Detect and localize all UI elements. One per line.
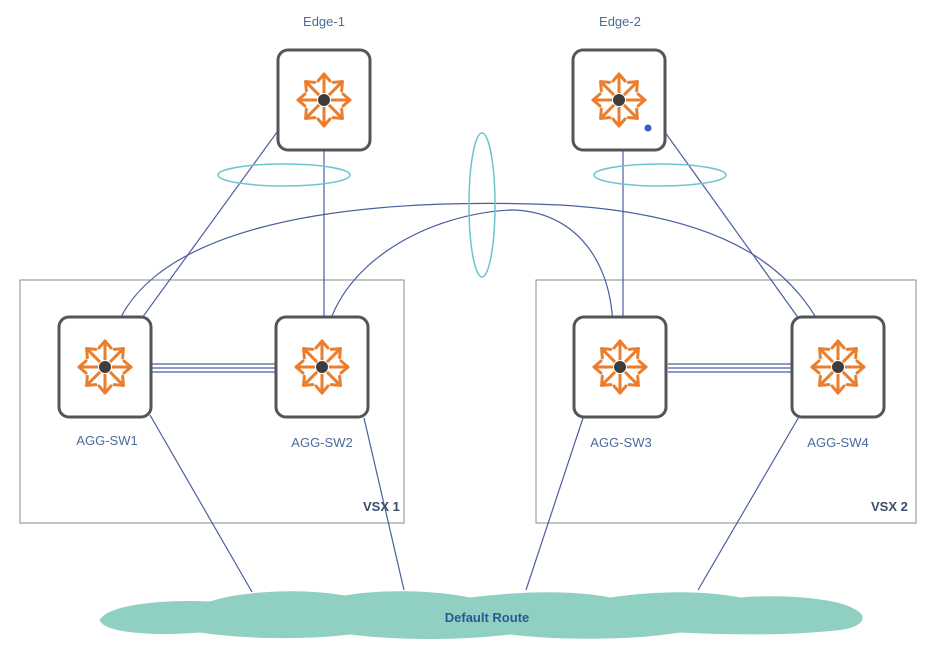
lag-rings bbox=[217, 132, 727, 278]
agg-sw3-label: AGG-SW3 bbox=[590, 435, 651, 450]
link-agg2-agg3 bbox=[323, 209, 614, 353]
switch-center-dot bbox=[318, 94, 330, 106]
agg-sw2-switch[interactable] bbox=[274, 315, 370, 419]
edge2-switch[interactable] bbox=[571, 48, 667, 152]
link-agg4-cloud bbox=[697, 414, 801, 591]
agg-sw1-label: AGG-SW1 bbox=[76, 433, 137, 448]
vsx2-box bbox=[535, 279, 917, 524]
switch-arrows-icon bbox=[294, 339, 350, 395]
switch-arrows-icon bbox=[77, 339, 133, 395]
default-route-cloud bbox=[99, 591, 863, 639]
link-agg3-cloud bbox=[525, 417, 584, 591]
link-agg1-agg4 bbox=[109, 202, 833, 351]
agg-sw4-switch[interactable] bbox=[790, 315, 886, 419]
lag-ring-edge2 bbox=[593, 163, 727, 187]
switch-arrows-icon bbox=[592, 339, 648, 395]
agg-sw2-label: AGG-SW2 bbox=[291, 435, 352, 450]
switch-center-dot bbox=[99, 361, 111, 373]
switch-center-dot bbox=[614, 361, 626, 373]
switch-arrows-icon bbox=[591, 72, 647, 128]
links bbox=[109, 127, 833, 593]
edge1-label: Edge-1 bbox=[303, 14, 345, 29]
link-agg2-cloud bbox=[363, 417, 405, 591]
edge2-label: Edge-2 bbox=[599, 14, 641, 29]
lag-ring-cross bbox=[468, 132, 496, 278]
lag-ring-edge1 bbox=[217, 163, 351, 187]
switch-center-dot bbox=[316, 361, 328, 373]
edge1-switch[interactable] bbox=[276, 48, 372, 152]
switch-center-dot bbox=[832, 361, 844, 373]
default-route-label: Default Route bbox=[445, 610, 530, 625]
vsx1-label: VSX 1 bbox=[363, 499, 400, 514]
switch-center-dot bbox=[613, 94, 625, 106]
vsx2-label: VSX 2 bbox=[871, 499, 908, 514]
switch-arrows-icon bbox=[296, 72, 352, 128]
agg-sw3-switch[interactable] bbox=[572, 315, 668, 419]
link-agg1-cloud bbox=[149, 414, 253, 593]
status-dot bbox=[644, 124, 652, 132]
agg-sw1-switch[interactable] bbox=[57, 315, 153, 419]
switch-arrows-icon bbox=[810, 339, 866, 395]
agg-sw4-label: AGG-SW4 bbox=[807, 435, 868, 450]
